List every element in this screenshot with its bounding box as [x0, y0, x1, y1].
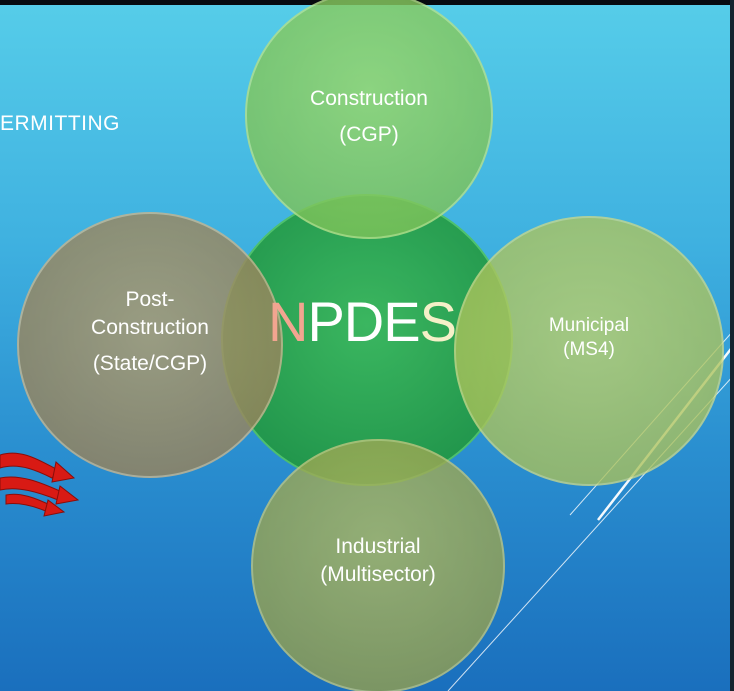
center-label-npdes: NPDES [268, 290, 457, 353]
circle-industrial [251, 439, 505, 691]
node-municipal-label: Municipal (MS4) [504, 314, 674, 362]
node-post-construction-label: Post- Construction (State/CGP) [50, 286, 250, 378]
node-industrial-line2: (Multisector) [320, 563, 436, 586]
node-industrial-line1: Industrial [335, 535, 421, 558]
node-post-construction-line3: (State/CGP) [92, 352, 208, 375]
circle-construction [245, 0, 493, 239]
center-label-middle: PDE [307, 290, 420, 353]
circle-municipal [454, 216, 724, 486]
node-construction-label: Construction (CGP) [279, 84, 459, 150]
node-construction-line1: Construction [310, 87, 428, 110]
node-construction-line2: (CGP) [339, 123, 399, 146]
center-label-first-letter: N [268, 290, 308, 353]
node-municipal-line1: Municipal [548, 315, 630, 336]
node-industrial-label: Industrial (Multisector) [288, 533, 468, 589]
node-municipal-line2: (MS4) [563, 339, 615, 360]
red-arrows-graphic [0, 452, 80, 517]
circle-post-construction [17, 212, 283, 478]
center-label-last-letter: S [419, 290, 457, 353]
slide-title-fragment: ERMITTING [0, 112, 120, 135]
node-post-construction-line2: Construction [91, 316, 209, 339]
node-post-construction-line1: Post- [125, 288, 175, 311]
